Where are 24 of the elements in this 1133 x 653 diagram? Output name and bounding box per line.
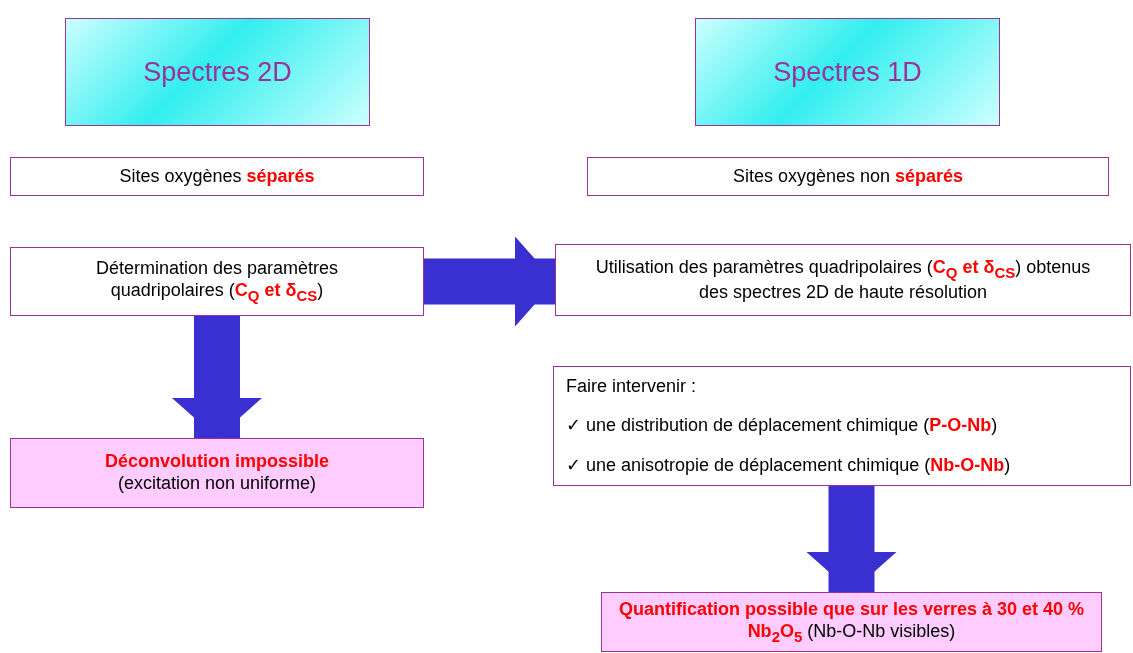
result-box (601, 592, 1102, 652)
process-box (10, 247, 424, 316)
box-title: Spectres 2D (143, 55, 292, 89)
process-box (587, 157, 1109, 196)
result-heading: Déconvolution impossible (105, 451, 329, 473)
list-heading: Faire intervenir : (566, 375, 697, 398)
title-box (65, 18, 370, 126)
block-arrow (172, 316, 262, 438)
process-box (10, 157, 424, 196)
result-text: Quantification possible que sur les verres à 30 et 40 % Nb$_{2}$O$_{5}$ (Nb-O-Nb visibles) (617, 598, 1086, 646)
result-note: (excitation non uniforme) (117, 473, 317, 495)
process-box (555, 244, 1131, 316)
box-text: Détermination des paramètres quadripolaires (C$_{Q}$ et δ$_{CS}$) (94, 258, 340, 305)
title-box (695, 18, 1000, 126)
list-item: ✓ une anisotropie de déplacement chimique (Nb-O-Nb) (566, 454, 1011, 477)
box-title: Spectres 1D (773, 55, 922, 89)
block-arrow (424, 236, 555, 327)
box-text: Utilisation des paramètres quadripolaires (C$_{Q}$ et δ$_{CS}$) obtenus des spectres 2D de haute résolution (594, 256, 1092, 304)
block-arrow (806, 486, 897, 592)
box-text: Sites oxygènes non séparés (732, 165, 964, 188)
box-text: Sites oxygènes séparés (119, 165, 315, 188)
list-box (553, 366, 1131, 486)
result-box (10, 438, 424, 508)
list-item: ✓ une distribution de déplacement chimique (P-O-Nb) (566, 415, 998, 437)
